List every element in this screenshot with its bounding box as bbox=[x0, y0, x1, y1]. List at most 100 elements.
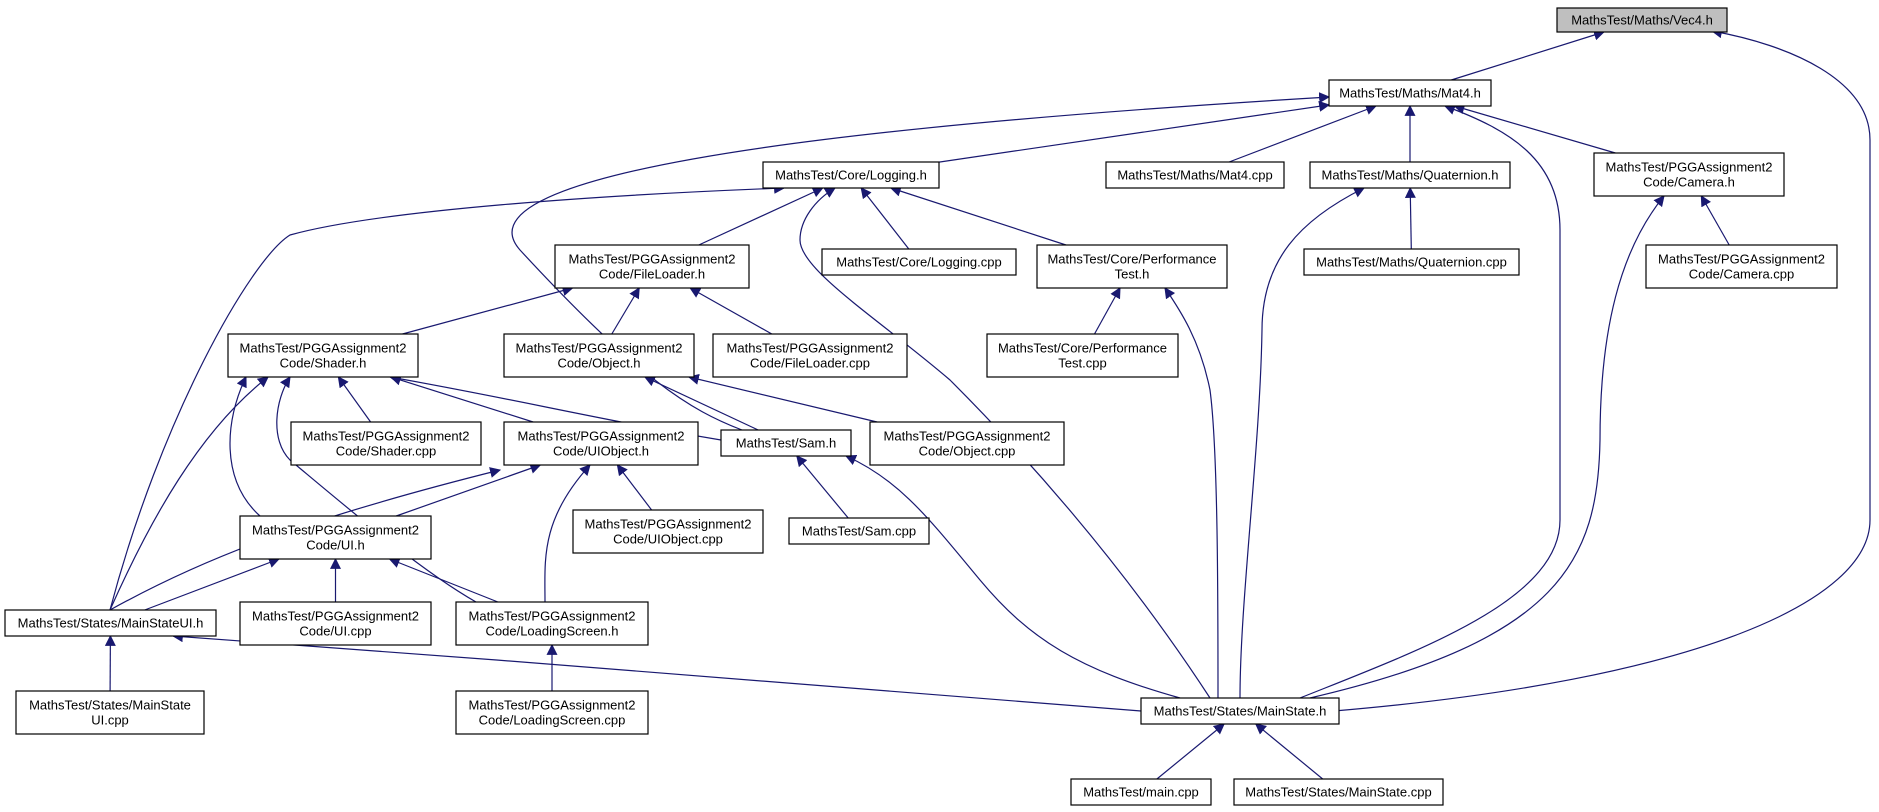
node-label: Code/Camera.h bbox=[1643, 175, 1735, 190]
edge-ui-to-shader bbox=[229, 376, 261, 517]
node-mainstate[interactable]: MathsTest/States/MainState.h bbox=[1140, 697, 1340, 725]
node-maincpp[interactable]: MathsTest/main.cpp bbox=[1070, 778, 1212, 806]
node-box[interactable] bbox=[572, 509, 764, 554]
node-mat4cpp[interactable]: MathsTest/Maths/Mat4.cpp bbox=[1105, 161, 1285, 189]
node-box[interactable] bbox=[1645, 244, 1838, 289]
node-quatcpp[interactable]: MathsTest/Maths/Quaternion.cpp bbox=[1303, 248, 1520, 276]
node-quat[interactable]: MathsTest/Maths/Quaternion.h bbox=[1309, 161, 1511, 189]
node-label: MathsTest/PGGAssignment2 bbox=[884, 429, 1051, 444]
node-label: MathsTest/main.cpp bbox=[1083, 785, 1199, 800]
edge-mat4cpp-to-mat4 bbox=[1228, 104, 1377, 163]
edge-perftest-to-logging bbox=[889, 185, 1067, 246]
node-label: Test.cpp bbox=[1058, 356, 1106, 371]
node-mat4[interactable]: MathsTest/Maths/Mat4.h bbox=[1328, 79, 1492, 107]
node-box[interactable] bbox=[554, 244, 750, 289]
node-box[interactable] bbox=[239, 515, 432, 560]
edge-ui-to-uiobject bbox=[395, 463, 542, 517]
node-box[interactable] bbox=[762, 161, 940, 189]
node-label: MathsTest/States/MainState.h bbox=[1154, 704, 1327, 719]
node-samcpp[interactable]: MathsTest/Sam.cpp bbox=[788, 517, 930, 545]
node-box[interactable] bbox=[227, 333, 419, 378]
node-label: Code/Object.cpp bbox=[919, 444, 1016, 459]
node-label: Code/UIObject.cpp bbox=[613, 532, 723, 547]
edge-loadingscreen-to-shader bbox=[276, 376, 477, 603]
edge-mainstateui-to-shader bbox=[109, 376, 269, 611]
node-logging[interactable]: MathsTest/Core/Logging.h bbox=[762, 161, 940, 189]
node-box[interactable] bbox=[1036, 244, 1228, 289]
node-loadingscreencpp[interactable]: MathsTest/PGGAssignment2Code/LoadingScre… bbox=[455, 690, 649, 735]
edge-loadingscreen-to-ui bbox=[388, 557, 499, 603]
node-label: Code/LoadingScreen.h bbox=[486, 624, 619, 639]
edge-mainstate-to-vec4 bbox=[1333, 27, 1871, 712]
edge-quatcpp-to-quat bbox=[1404, 186, 1416, 250]
node-box[interactable] bbox=[1556, 7, 1728, 33]
node-loggingcpp[interactable]: MathsTest/Core/Logging.cpp bbox=[821, 248, 1017, 276]
node-box[interactable] bbox=[1233, 778, 1444, 806]
edge-object-to-fileloader bbox=[611, 287, 640, 335]
node-box[interactable] bbox=[1303, 248, 1520, 276]
node-box[interactable] bbox=[986, 333, 1179, 378]
node-box[interactable] bbox=[15, 690, 205, 735]
node-box[interactable] bbox=[1070, 778, 1212, 806]
edge-mainstateui-to-logging bbox=[109, 182, 786, 611]
node-label: Code/Object.h bbox=[557, 356, 640, 371]
node-box[interactable] bbox=[503, 333, 695, 378]
node-vec4[interactable]: MathsTest/Maths/Vec4.h bbox=[1556, 7, 1728, 33]
node-box[interactable] bbox=[712, 333, 908, 378]
edge-sam-to-mat4 bbox=[511, 92, 1331, 431]
edge-uiobjectcpp-to-uiobject bbox=[616, 464, 653, 511]
node-box[interactable] bbox=[1105, 161, 1285, 189]
edge-shadercpp-to-shader bbox=[337, 376, 372, 423]
node-box[interactable] bbox=[4, 609, 217, 637]
edge-mainstatecpp-to-mainstate bbox=[1254, 723, 1324, 780]
nodes-layer: MathsTest/Maths/Vec4.hMathsTest/Maths/Ma… bbox=[4, 7, 1838, 806]
node-fileloader[interactable]: MathsTest/PGGAssignment2Code/FileLoader.… bbox=[554, 244, 750, 289]
node-box[interactable] bbox=[1593, 152, 1785, 197]
node-label: MathsTest/PGGAssignment2 bbox=[1606, 160, 1773, 175]
node-mainstateuicpp[interactable]: MathsTest/States/MainStateUI.cpp bbox=[15, 690, 205, 735]
node-uiobjectcpp[interactable]: MathsTest/PGGAssignment2Code/UIObject.cp… bbox=[572, 509, 764, 554]
node-box[interactable] bbox=[1140, 697, 1340, 725]
node-box[interactable] bbox=[821, 248, 1017, 276]
node-fileloadercpp[interactable]: MathsTest/PGGAssignment2Code/FileLoader.… bbox=[712, 333, 908, 378]
edge-fileloadercpp-to-fileloader bbox=[689, 287, 773, 335]
node-box[interactable] bbox=[239, 601, 432, 646]
node-label: MathsTest/Sam.h bbox=[736, 436, 836, 451]
node-sam[interactable]: MathsTest/Sam.h bbox=[720, 429, 852, 457]
node-box[interactable] bbox=[290, 421, 482, 466]
node-box[interactable] bbox=[788, 517, 930, 545]
edge-loadingscreen-to-uiobject bbox=[544, 464, 591, 603]
node-box[interactable] bbox=[503, 421, 699, 466]
node-box[interactable] bbox=[455, 601, 649, 646]
node-label: MathsTest/PGGAssignment2 bbox=[252, 609, 419, 624]
edge-mainstate-to-mat4 bbox=[1299, 104, 1561, 699]
node-label: MathsTest/States/MainStateUI.h bbox=[18, 616, 204, 631]
node-box[interactable] bbox=[1328, 79, 1492, 107]
edge-mainstate-to-perftest bbox=[1164, 287, 1219, 699]
node-label: Test.h bbox=[1115, 267, 1150, 282]
node-box[interactable] bbox=[455, 690, 649, 735]
node-label: UI.cpp bbox=[91, 713, 129, 728]
node-mainstatecpp[interactable]: MathsTest/States/MainState.cpp bbox=[1233, 778, 1444, 806]
node-mainstateui[interactable]: MathsTest/States/MainStateUI.h bbox=[4, 609, 217, 637]
edge-camera-to-mat4 bbox=[1453, 103, 1616, 154]
node-box[interactable] bbox=[869, 421, 1065, 466]
node-label: MathsTest/States/MainState bbox=[29, 698, 191, 713]
node-box[interactable] bbox=[1309, 161, 1511, 189]
node-loadingscreen[interactable]: MathsTest/PGGAssignment2Code/LoadingScre… bbox=[455, 601, 649, 646]
node-label: MathsTest/PGGAssignment2 bbox=[1658, 252, 1825, 267]
node-box[interactable] bbox=[720, 429, 852, 457]
edge-loggingcpp-to-logging bbox=[860, 187, 910, 250]
